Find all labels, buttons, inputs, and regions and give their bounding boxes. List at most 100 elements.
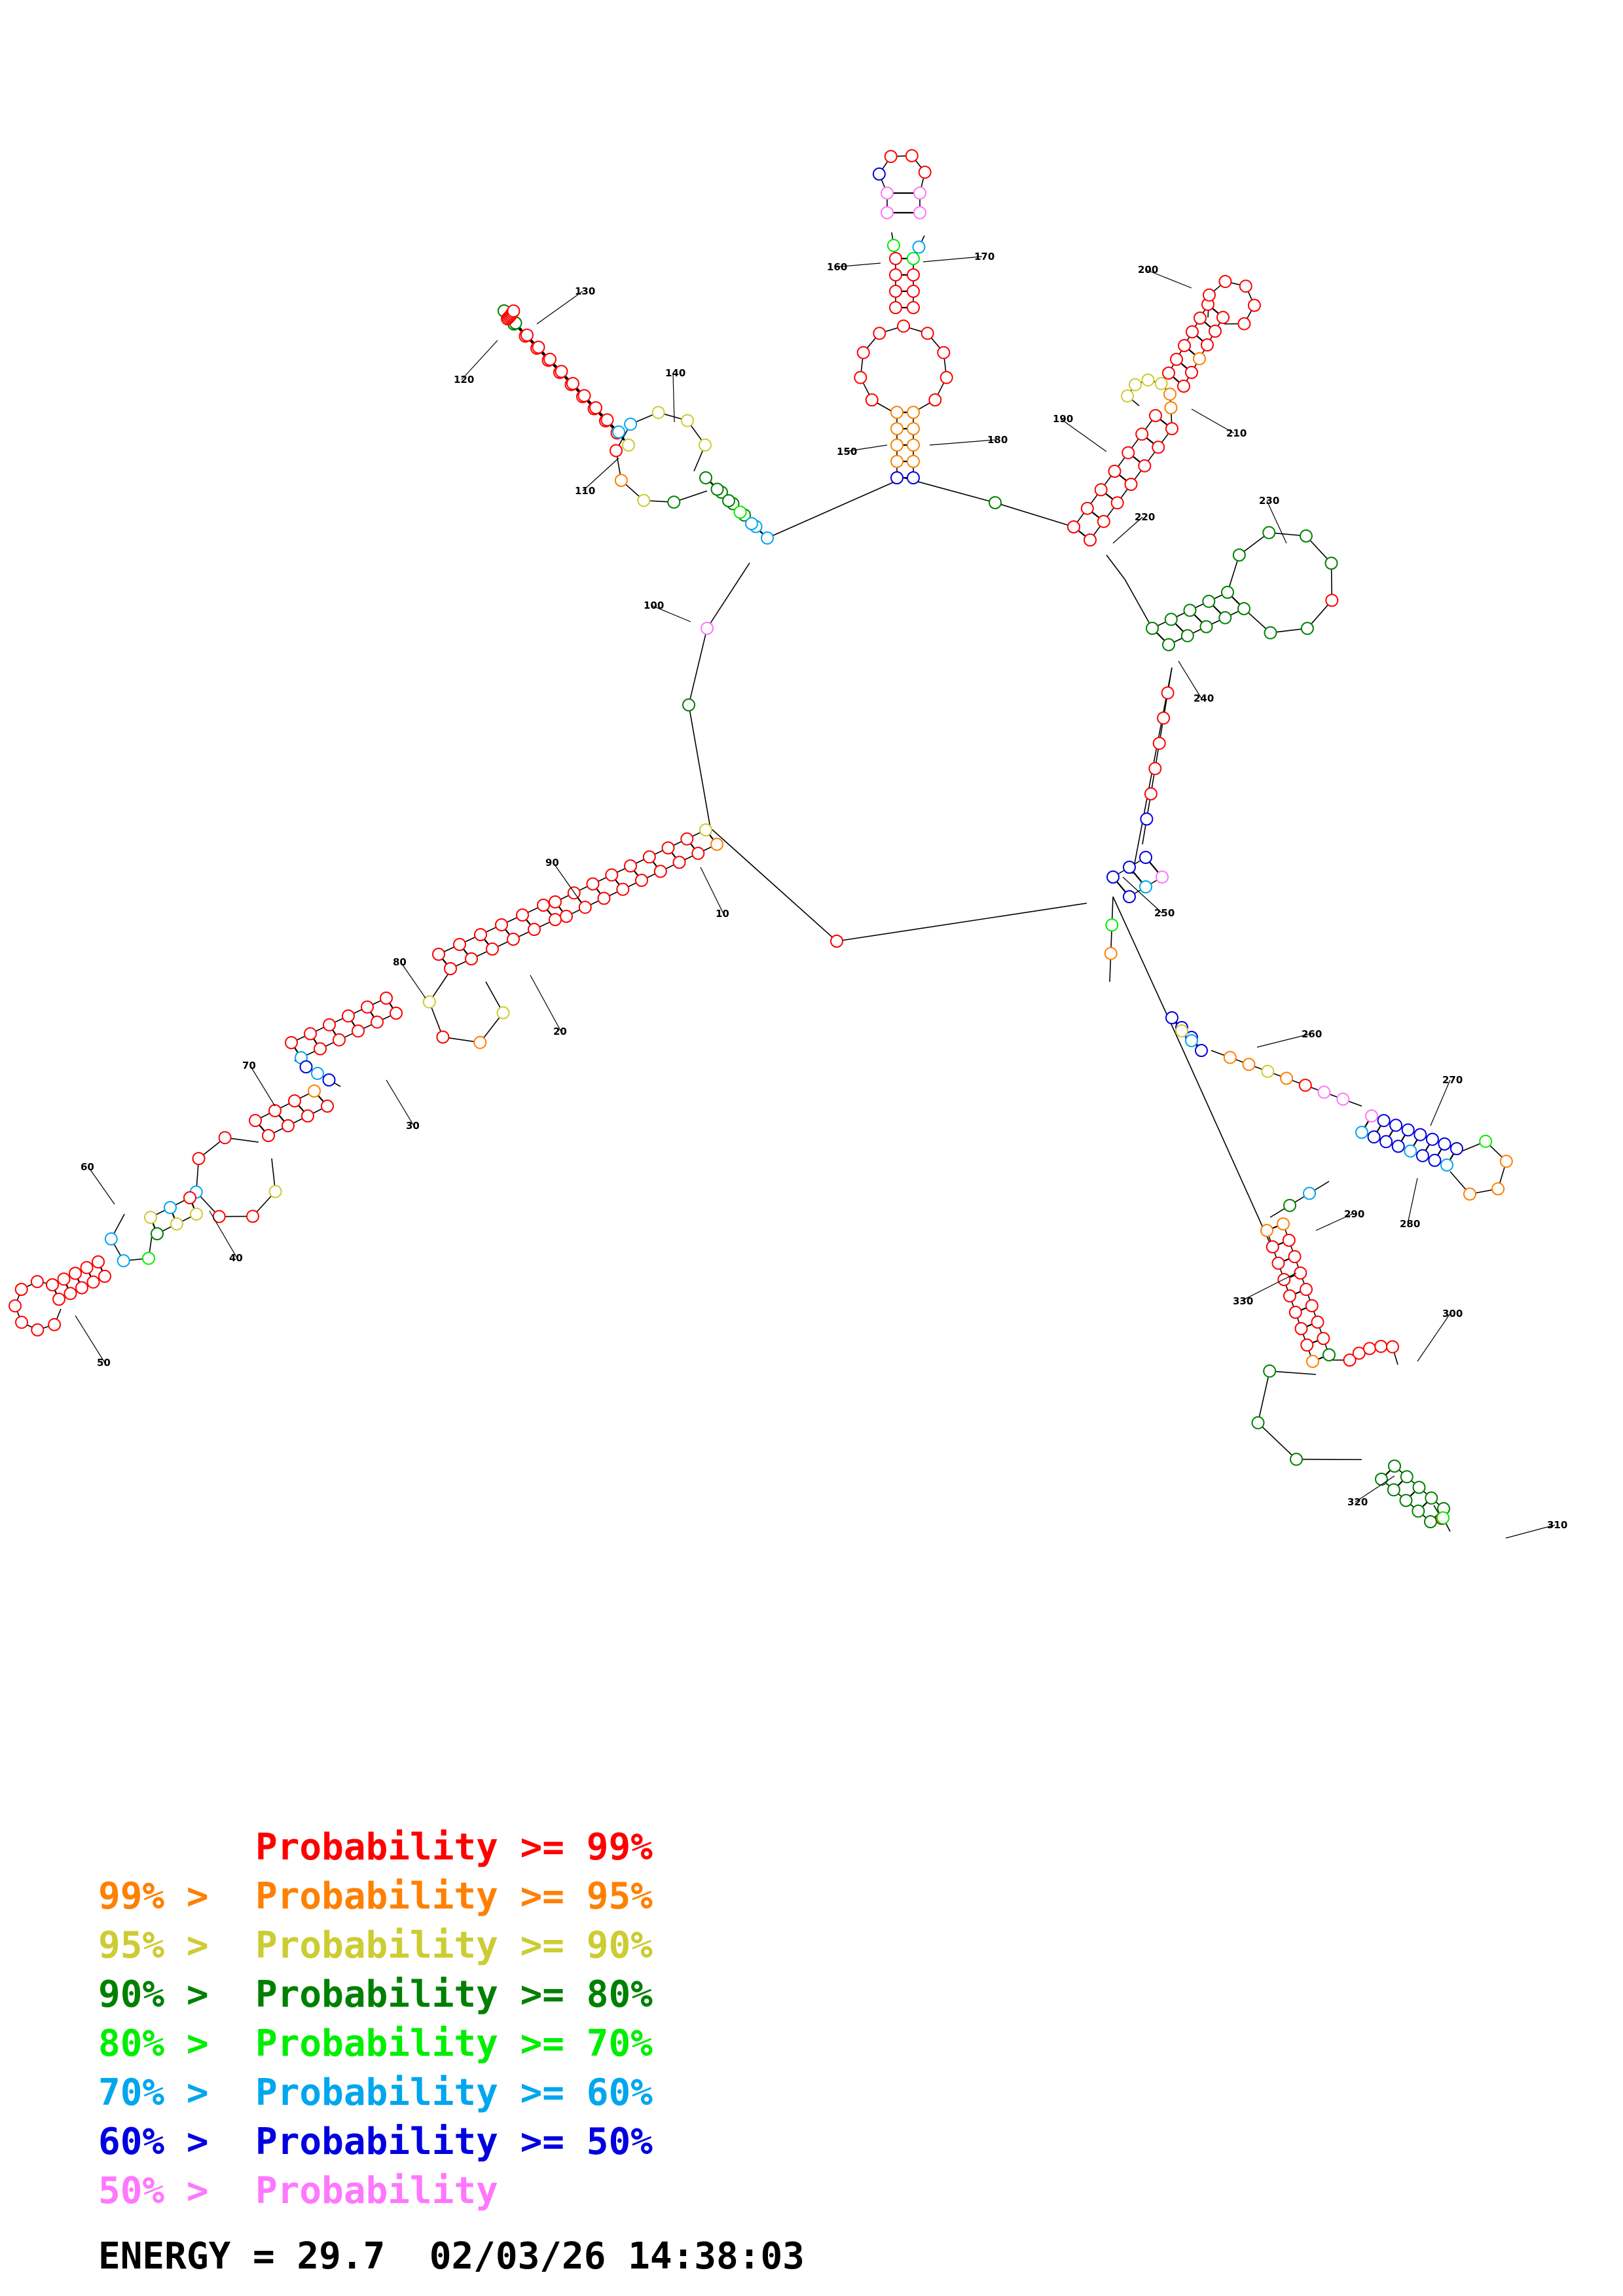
nucleotide [1388, 1460, 1401, 1473]
nucleotide [907, 252, 920, 265]
nucleotide [262, 1129, 275, 1142]
nucleotide [268, 1185, 282, 1198]
nucleotide [1084, 533, 1097, 547]
nucleotide [865, 393, 879, 406]
nucleotide [1271, 1257, 1285, 1270]
position-label: 300 [1442, 1308, 1463, 1319]
nucleotide [474, 928, 487, 941]
nucleotide [311, 1067, 324, 1080]
nucleotide [532, 340, 545, 354]
nucleotide [465, 952, 478, 965]
nucleotide [31, 1323, 45, 1336]
nucleotide [75, 1281, 88, 1295]
nucleotide [642, 850, 656, 864]
nucleotide [1162, 367, 1175, 380]
nucleotide [889, 301, 902, 314]
nucleotide [699, 823, 712, 836]
nucleotide [560, 910, 573, 923]
nucleotide [681, 414, 694, 427]
nucleotide [1239, 279, 1252, 293]
nucleotide [1491, 1182, 1505, 1196]
nucleotide [1283, 1198, 1296, 1212]
legend-text: Probability [255, 2170, 498, 2212]
legend-text: Probability >= 60% [255, 2072, 653, 2114]
nucleotide [1203, 288, 1216, 302]
position-label: 120 [454, 374, 474, 386]
nucleotide [672, 855, 686, 869]
nucleotide [928, 393, 942, 406]
nucleotide [1180, 629, 1194, 643]
nucleotide [390, 1007, 403, 1020]
nucleotide [907, 301, 920, 314]
nucleotide [907, 422, 920, 435]
legend-text: Probability >= 70% [255, 2022, 653, 2065]
nucleotide [1104, 946, 1118, 960]
nucleotide [1195, 1044, 1208, 1057]
legend-lower-bound: 50% > [98, 2170, 209, 2212]
legend-row: 99% >Probability >= 95% [98, 1875, 1015, 1924]
energy-readout: ENERGY = 29.7 02/03/26 14:38:03 [98, 2235, 805, 2278]
nucleotide [314, 1042, 327, 1056]
nucleotide [635, 874, 648, 887]
nucleotide [1128, 378, 1142, 391]
position-label: 310 [1547, 1519, 1567, 1531]
nucleotide [473, 1035, 487, 1049]
nucleotide [624, 859, 637, 872]
nucleotide [761, 531, 774, 545]
nucleotide [1499, 1155, 1513, 1168]
nucleotide [1141, 373, 1155, 387]
nucleotide [1094, 483, 1108, 497]
nucleotide [1122, 446, 1135, 459]
nucleotide [1415, 1149, 1429, 1162]
nucleotide [682, 698, 695, 711]
nucleotide [1424, 1515, 1437, 1528]
legend-row: Probability >= 99% [98, 1826, 1015, 1875]
nucleotide [48, 1318, 62, 1331]
position-label: 140 [665, 367, 685, 379]
nucleotide [597, 891, 611, 905]
nucleotide [249, 1114, 262, 1127]
nucleotide [1311, 1316, 1324, 1329]
nucleotide [887, 239, 900, 252]
nucleotide [15, 1316, 28, 1329]
nucleotide [1399, 1494, 1413, 1507]
nucleotide [610, 444, 623, 457]
nucleotide [616, 882, 630, 896]
nucleotide [436, 1030, 450, 1044]
nucleotide [1374, 1340, 1388, 1354]
nucleotide [1146, 622, 1159, 635]
legend-text: Probability >= 90% [255, 1924, 653, 1967]
nucleotide [1305, 1299, 1319, 1312]
nucleotide [1343, 1354, 1357, 1367]
nucleotide [304, 1027, 317, 1041]
nucleotide [299, 1060, 313, 1073]
nucleotide [1138, 459, 1152, 473]
nucleotide [907, 455, 920, 468]
nucleotide [1199, 620, 1213, 634]
nucleotide [733, 505, 747, 519]
position-label: 210 [1226, 427, 1247, 439]
nucleotide [1386, 1340, 1399, 1354]
nucleotide [1152, 440, 1165, 454]
nucleotide [1379, 1135, 1393, 1149]
nucleotide [1299, 529, 1313, 543]
nucleotide [1161, 686, 1175, 700]
nucleotide [342, 1009, 355, 1023]
nucleotide [322, 1073, 336, 1086]
position-label: 270 [1442, 1074, 1463, 1086]
probability-legend: Probability >= 99% 99% >Probability >= 95… [98, 1826, 1015, 2219]
nucleotide [142, 1251, 155, 1265]
nucleotide [1367, 1130, 1381, 1144]
nucleotide [1154, 377, 1168, 390]
nucleotide [46, 1278, 59, 1291]
legend-lower-bound: 99% > [98, 1875, 209, 1918]
nucleotide [1194, 312, 1207, 325]
nucleotide [1140, 812, 1154, 826]
nucleotide [1251, 1416, 1265, 1429]
nucleotide [1110, 496, 1124, 510]
nucleotide [1300, 622, 1314, 636]
nucleotide [86, 1275, 100, 1289]
legend-text: Probability >= 99% [255, 1826, 653, 1869]
nucleotide [1177, 380, 1190, 393]
nucleotide [9, 1299, 22, 1313]
